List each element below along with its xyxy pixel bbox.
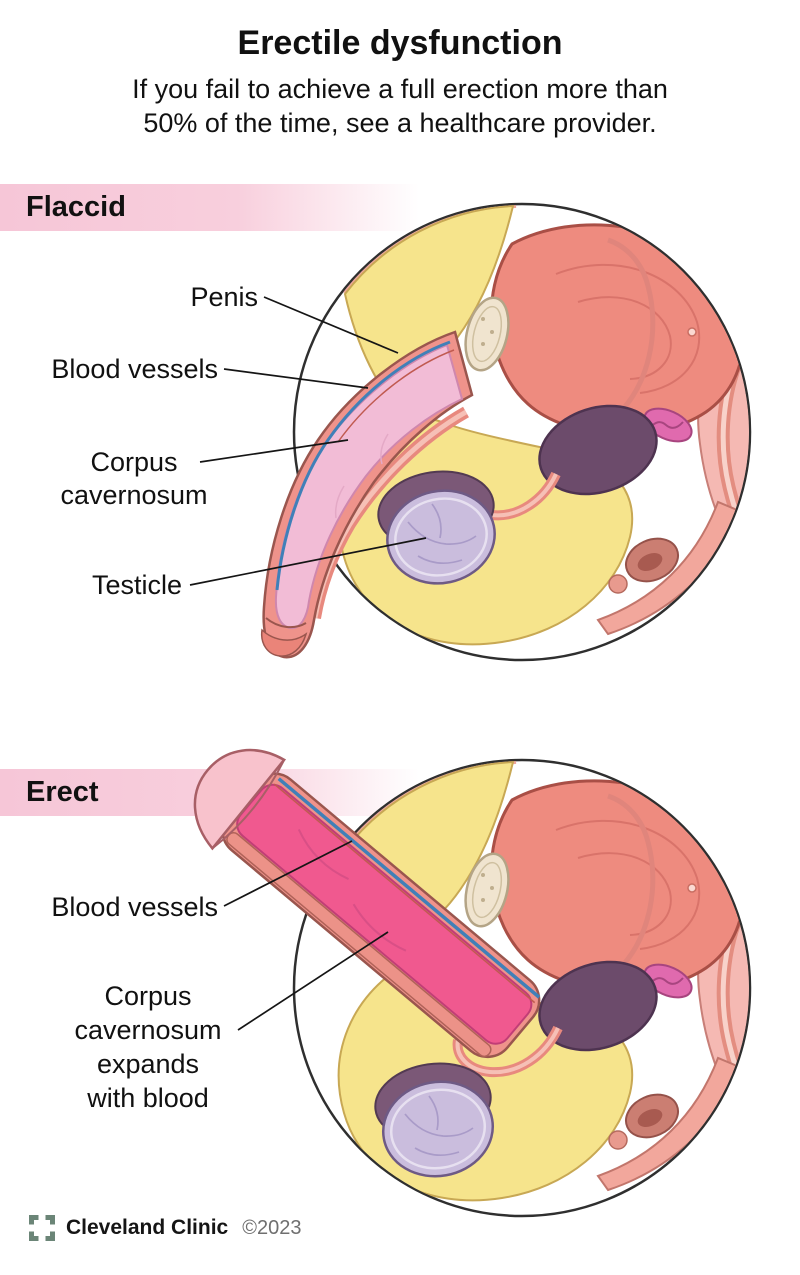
testicle-vein-2 [417,555,463,565]
subtitle-line-1: If you fail to achieve a full erection m… [132,74,668,104]
label-corpus-cavernosum-erect: Corpus cavernosum expands with blood [74,981,222,1113]
label-corpus-cavernosum-flaccid: Corpus cavernosum [60,447,208,510]
copyright: ©2023 [242,1216,302,1239]
testicle-vein-1 [407,521,477,545]
testicle-vein-1 [404,1113,474,1137]
testicle-tunica [389,1088,487,1170]
label-blood-vessels-erect: Blood vessels [51,892,218,922]
pointer-line-blood-vessels [223,368,369,389]
testicle-tunica [394,497,488,577]
erect-illustration [193,748,752,1218]
corpus-texture-1 [380,433,389,465]
pointer-line-blood-vessels [223,840,353,907]
page-title: Erectile dysfunction [237,24,563,62]
testicle-vein-3 [428,1095,439,1131]
label-penis: Penis [190,282,258,312]
testicle-vein-3 [431,503,442,539]
blood-vessel-red [337,349,455,443]
urethra-loop-core [455,1027,560,1075]
blood-vessel-blue [277,777,541,999]
pointer-line-corpus [237,931,389,1031]
corpus-texture-2 [334,485,345,519]
erect-penis-shaft [193,748,541,1059]
pointer-line-testicle [189,537,427,586]
subtitle-line-2: 50% of the time, see a healthcare provid… [143,108,657,138]
corpus-texture-1 [297,829,349,880]
flaccid-banner: Flaccid [0,184,432,231]
glans-corona-line [211,759,286,850]
blood-vessel-red [273,783,536,1004]
erect-pointer-lines [223,840,389,1031]
corpus-texture-2 [352,903,407,952]
glans-tip [260,628,308,657]
flaccid-banner-label: Flaccid [26,191,126,223]
cleveland-clinic-logo-icon [28,1214,56,1242]
glans-corona-line [265,617,307,629]
page-subtitle: If you fail to achieve a full erection m… [0,72,800,140]
flaccid-illustration [189,202,752,662]
testicle-vein-2 [414,1147,460,1157]
glans [193,748,287,851]
pointer-line-corpus [199,439,349,463]
blood-vessel-blue [275,340,451,591]
brand-name: Cleveland Clinic [66,1216,229,1239]
label-testicle: Testicle [91,570,182,600]
erect-banner-label: Erect [26,776,99,808]
flaccid-pointer-lines [189,296,427,586]
pointer-line-penis [263,296,399,354]
label-blood-vessels-flaccid: Blood vessels [51,354,218,384]
footer: Cleveland Clinic ©2023 [28,1214,301,1242]
